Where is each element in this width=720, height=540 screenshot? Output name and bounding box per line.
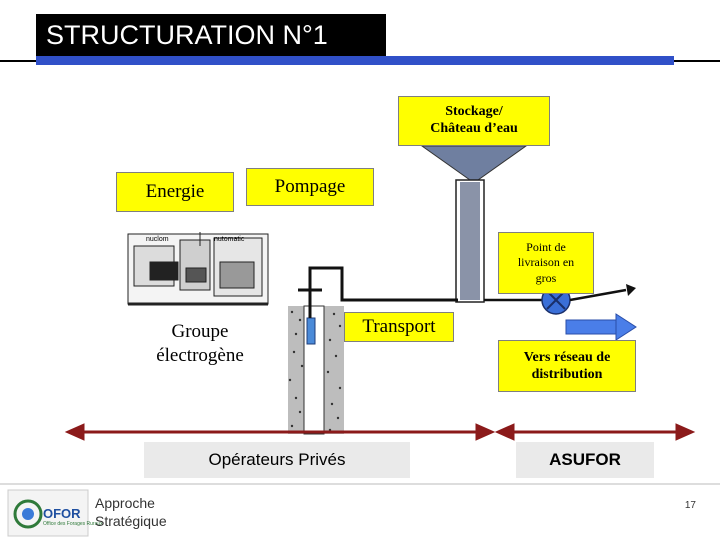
- distribution-arrow: [565, 313, 637, 341]
- operateurs-prives-label: Opérateurs Privés: [144, 442, 410, 478]
- slide-title: STRUCTURATION N°1: [36, 14, 386, 56]
- page-number: 17: [684, 500, 696, 511]
- asufor-label: ASUFOR: [516, 442, 654, 478]
- vers-reseau-box: Vers réseau de distribution: [498, 340, 636, 392]
- logo-tagline: Office des Forages Ruraux: [43, 521, 103, 527]
- generator-icon: [127, 232, 269, 306]
- transport-box: Transport: [344, 312, 454, 342]
- approche-strategique-label: Approche Stratégique: [95, 495, 167, 529]
- operators-range-arrow: [64, 423, 496, 441]
- generator-label-2: nutomatic: [214, 236, 245, 243]
- title-band: [36, 56, 674, 65]
- borehole-icon: [288, 288, 344, 435]
- stockage-box: Stockage/ Château d’eau: [398, 96, 550, 146]
- energie-box: Energie: [116, 172, 234, 212]
- groupe-electrogene-label: Groupe électrogène: [156, 321, 244, 366]
- logo-text: OFOR: [43, 506, 81, 521]
- water-tower-icon: [420, 145, 528, 303]
- ofor-logo-icon: [7, 489, 89, 537]
- asufor-range-arrow: [494, 423, 696, 441]
- pompage-box: Pompage: [246, 168, 374, 206]
- generator-label-1: nuclom: [146, 236, 169, 243]
- point-livraison-box: Point de livraison en gros: [498, 232, 594, 294]
